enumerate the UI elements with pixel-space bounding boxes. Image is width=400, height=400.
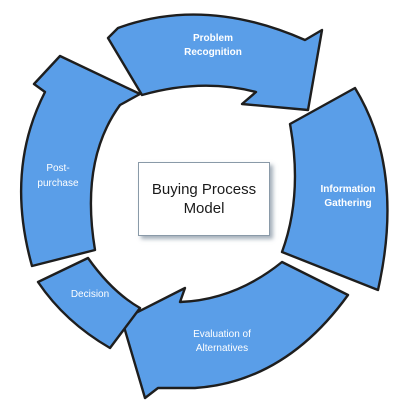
decision-label: Decision bbox=[71, 289, 109, 300]
stage-problem-recognition: Problem Recognition bbox=[106, 13, 324, 112]
decision-block bbox=[36, 256, 142, 350]
post-purchase-label-line1: Post- bbox=[46, 163, 69, 174]
center-title-line2: Model bbox=[183, 200, 225, 217]
stage-post-purchase: Post- purchase bbox=[19, 54, 142, 268]
post-purchase-arrow bbox=[19, 54, 142, 268]
problem-recognition-arrow bbox=[106, 13, 324, 112]
stage-information-gathering: Information Gathering bbox=[280, 86, 389, 292]
evaluation-label-line1: Evaluation of bbox=[193, 329, 251, 340]
information-gathering-label-line1: Information bbox=[321, 184, 376, 195]
problem-recognition-label-line2: Recognition bbox=[184, 47, 242, 58]
stage-decision: Decision bbox=[36, 256, 142, 350]
post-purchase-label-line2: purchase bbox=[37, 178, 79, 189]
information-gathering-arrow bbox=[280, 86, 389, 292]
center-title-box: Buying Process Model bbox=[138, 162, 270, 236]
information-gathering-label-line2: Gathering bbox=[324, 198, 371, 209]
evaluation-arrow bbox=[120, 260, 350, 400]
evaluation-label-line2: Alternatives bbox=[196, 343, 248, 354]
center-title-line1: Buying Process bbox=[151, 181, 257, 198]
problem-recognition-label-line1: Problem bbox=[193, 33, 233, 44]
stage-evaluation-of-alternatives: Evaluation of Alternatives bbox=[120, 260, 350, 400]
